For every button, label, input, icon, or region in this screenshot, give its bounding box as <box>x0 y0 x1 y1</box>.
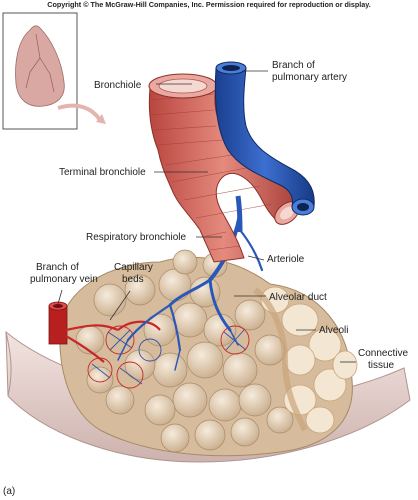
label-capillary-line1: Capillary <box>114 262 153 273</box>
label-pulmonary-vein-line1: Branch of <box>36 262 79 273</box>
alveolar-sac-cluster <box>59 249 358 457</box>
label-pulmonary-vein-line2: pulmonary vein <box>30 274 98 285</box>
label-pulmonary-artery-line2: pulmonary artery <box>272 72 347 83</box>
inset-arrow <box>57 103 102 122</box>
pulmonary-artery <box>214 61 315 233</box>
label-bronchiole: Bronchiole <box>94 80 142 91</box>
label-capillary-line2: beds <box>122 274 144 285</box>
lung-inset <box>2 12 78 130</box>
label-arteriole: Arteriole <box>267 254 305 265</box>
label-alveolar-duct: Alveolar duct <box>269 292 327 303</box>
panel-letter: (a) <box>3 486 15 497</box>
label-alveoli: Alveoli <box>319 325 348 336</box>
label-pulmonary-artery-line1: Branch of <box>272 60 315 71</box>
label-terminal-bronchiole: Terminal bronchiole <box>59 167 146 178</box>
copyright-notice: Copyright © The McGraw-Hill Companies, I… <box>47 0 370 9</box>
capillary-beds <box>87 325 250 389</box>
arrow-head-icon <box>96 114 106 124</box>
label-connective-line2: tissue <box>368 360 395 371</box>
leader-lines <box>57 70 356 363</box>
label-connective-line1: Connective <box>358 348 408 359</box>
label-respiratory-bronchiole: Respiratory bronchiole <box>86 232 186 243</box>
pulmonary-vein <box>48 301 161 363</box>
